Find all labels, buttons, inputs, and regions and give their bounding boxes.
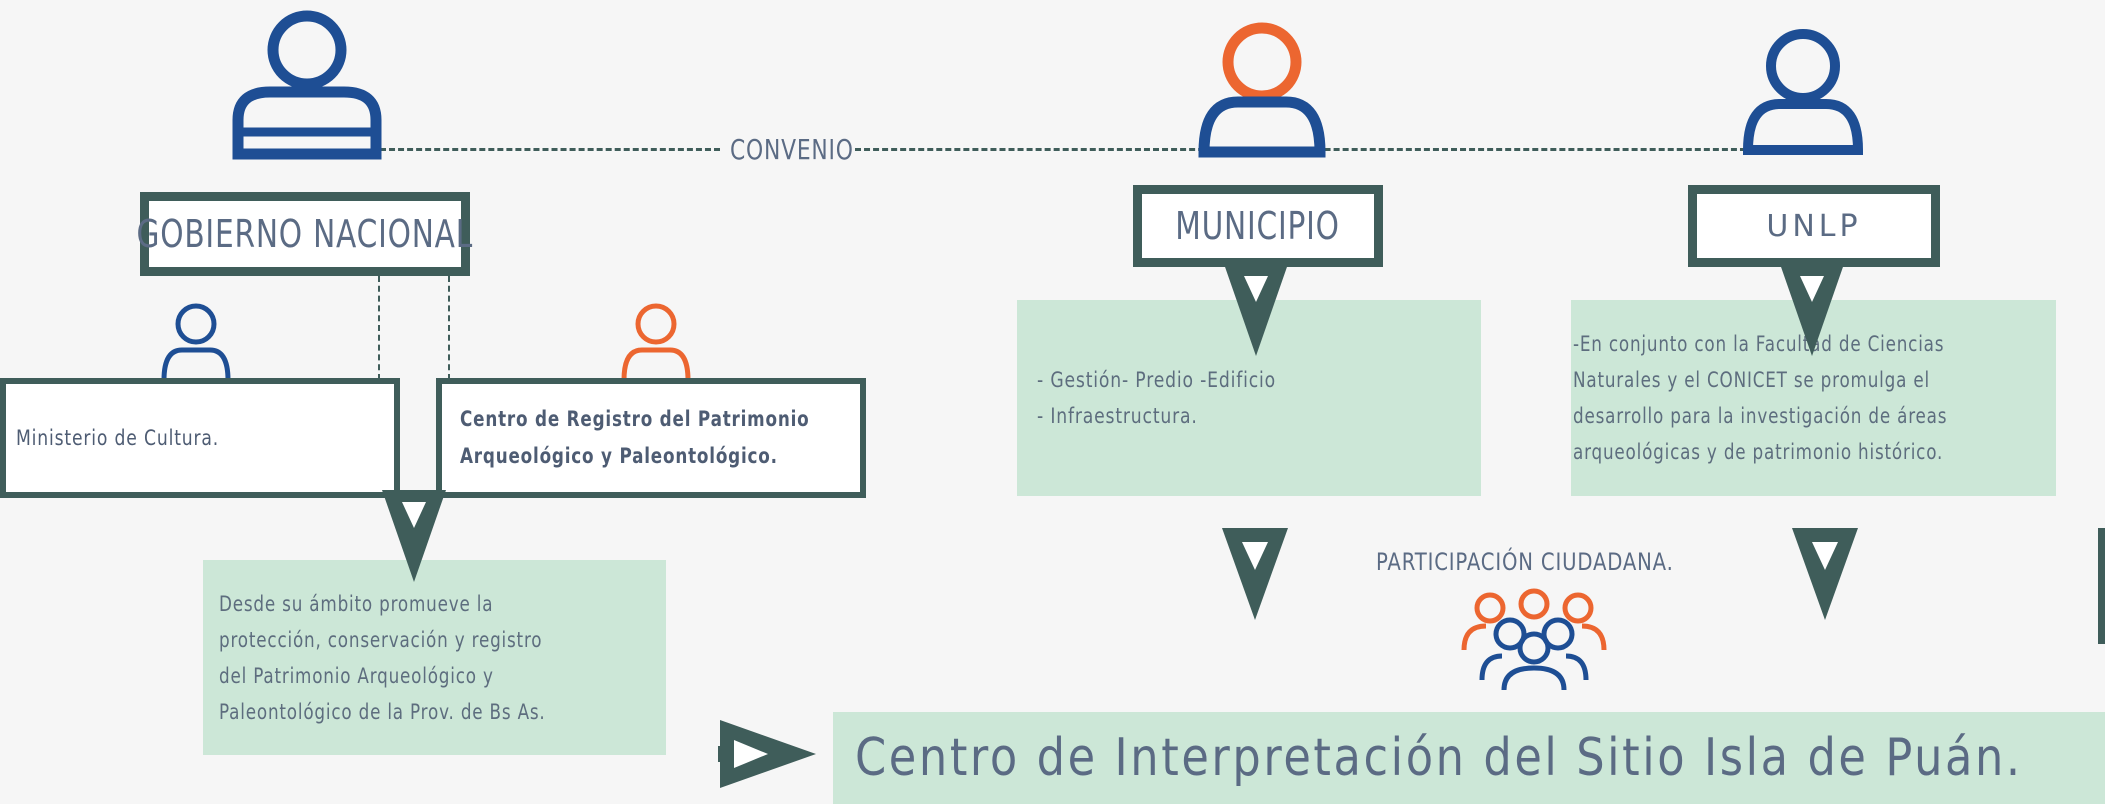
convenio-line-left [380, 148, 720, 151]
desde-text-box: Desde su ámbito promueve la protección, … [203, 560, 666, 755]
person-icon-ministerio [161, 303, 231, 381]
person-icon-gobierno [232, 10, 382, 160]
centro-interpretacion-box: Centro de Interpretación del Sitio Isla … [833, 712, 2105, 804]
ministerio-box: Ministerio de Cultura. [0, 378, 400, 498]
gobierno-link-2 [448, 276, 450, 380]
down-arrow-municipio [1224, 264, 1288, 356]
participacion-label: PARTICIPACIÓN CIUDADANA. [1376, 548, 1674, 576]
gobierno-nacional-box: GOBIERNO NACIONAL [137, 192, 472, 276]
convenio-label: CONVENIO [730, 133, 854, 166]
gobierno-link-1 [378, 276, 380, 380]
down-arrow-unlp [1780, 264, 1844, 356]
person-icon-unlp [1742, 29, 1864, 155]
centro-registro-box: Centro de Registro del Patrimonio Arqueo… [436, 378, 866, 498]
municipio-box: MUNICIPIO [1133, 185, 1383, 267]
partial-right-marker [2098, 528, 2105, 644]
right-arrow-centro [718, 720, 816, 788]
person-icon-municipio [1198, 22, 1326, 158]
unlp-box: UNLP [1688, 185, 1940, 267]
down-arrow-unlp-lower [1792, 528, 1858, 620]
down-arrow-gobierno [382, 490, 446, 582]
unlp-info-box: -En conjunto con la Facultad de Ciencias… [1571, 300, 2056, 496]
down-arrow-municipio-lower [1222, 528, 1288, 620]
person-icon-centro-registro [621, 303, 691, 381]
group-people-icon [1461, 588, 1607, 691]
